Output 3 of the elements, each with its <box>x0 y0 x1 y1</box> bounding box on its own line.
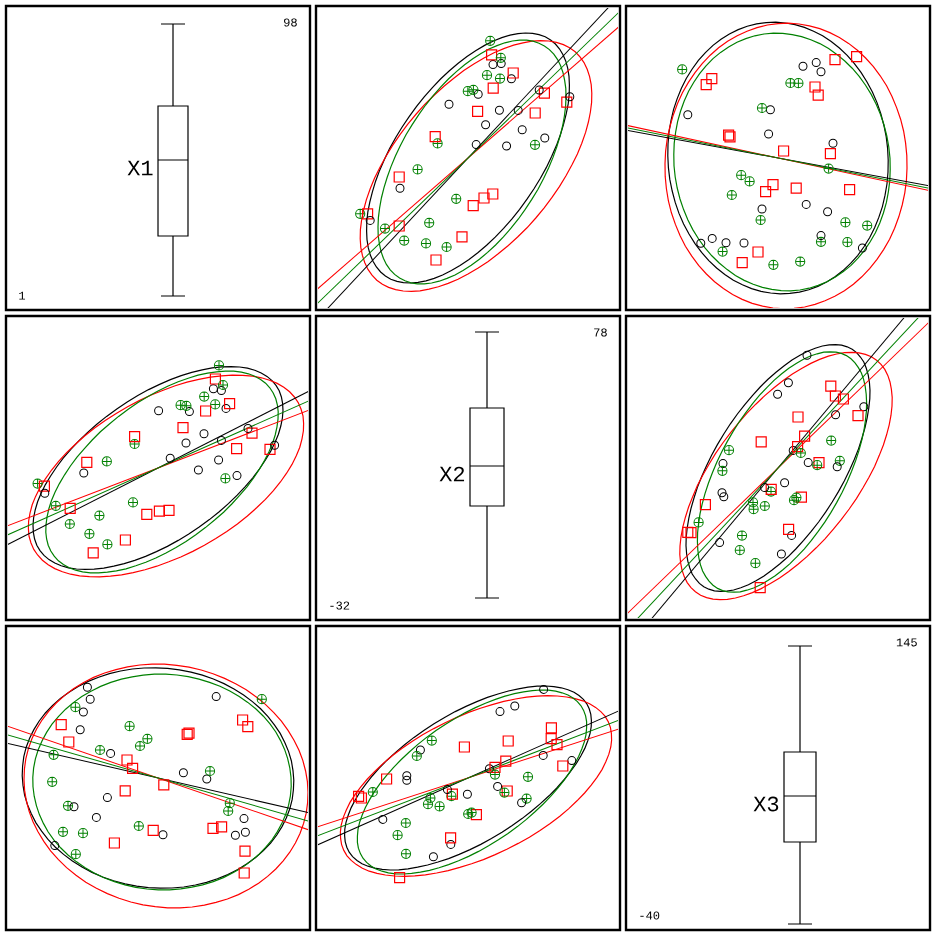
variable-name: X2 <box>439 466 465 482</box>
variable-name: X1 <box>127 160 153 176</box>
variable-name: X3 <box>753 796 779 812</box>
